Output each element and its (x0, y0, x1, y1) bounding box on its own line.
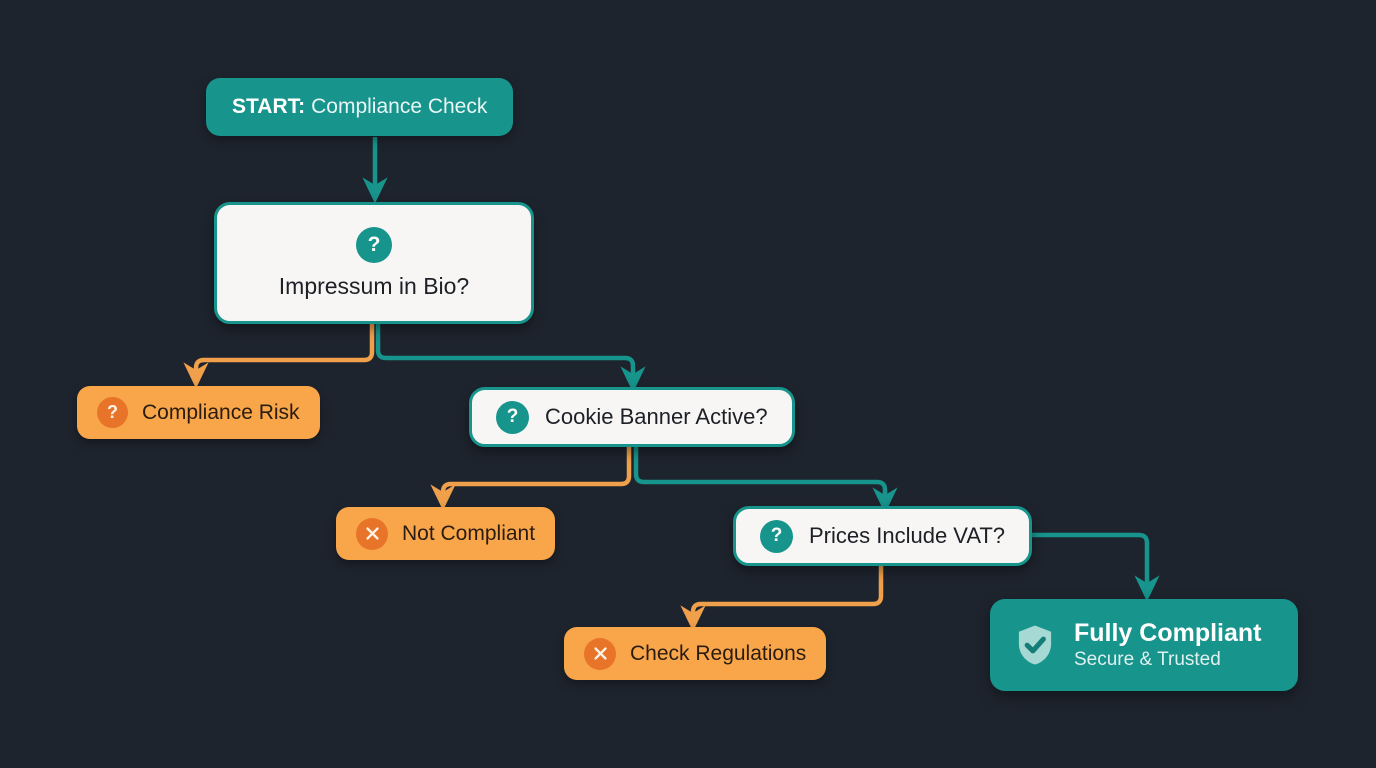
edge-prices-vat-to-check-regulations (680, 566, 884, 632)
edge-cookie-banner-to-not-compliant (430, 446, 632, 511)
edge-impressum-to-cookie-banner (375, 322, 646, 393)
node-prices-vat-decision[interactable]: ? Prices Include VAT? (733, 506, 1033, 566)
shield-check-icon (1012, 622, 1058, 668)
node-fully-compliant[interactable]: Fully Compliant Secure & Trusted (990, 599, 1298, 691)
question-icon: ? (496, 400, 529, 434)
node-not-compliant[interactable]: Not Compliant (336, 507, 556, 560)
node-check-regulations[interactable]: Check Regulations (564, 627, 827, 680)
x-icon (356, 517, 388, 550)
question-icon: ? (356, 226, 392, 263)
question-icon: ? (760, 519, 793, 553)
node-compliance-risk[interactable]: ? Compliance Risk (77, 386, 320, 439)
edge-impressum-to-compliance-risk (183, 322, 375, 389)
node-prices-vat-label: Prices Include VAT? (809, 523, 1006, 548)
fully-compliant-title: Fully Compliant (1074, 619, 1262, 648)
start-label: Compliance Check (311, 95, 488, 118)
node-check-regulations-label: Check Regulations (630, 641, 807, 665)
fully-compliant-text: Fully Compliant Secure & Trusted (1074, 619, 1262, 671)
edge-prices-vat-to-fully-compliant (1021, 532, 1160, 602)
fully-compliant-subtitle: Secure & Trusted (1074, 648, 1221, 670)
question-icon: ? (97, 397, 128, 428)
node-impressum-label: Impressum in Bio? (278, 272, 470, 299)
x-icon (584, 637, 616, 670)
start-prefix: START: (232, 95, 306, 118)
node-start[interactable]: START: Compliance Check (206, 78, 514, 136)
node-not-compliant-label: Not Compliant (402, 521, 536, 545)
edge-cookie-banner-to-prices-vat (633, 446, 898, 514)
node-cookie-banner-label: Cookie Banner Active? (545, 404, 768, 429)
node-compliance-risk-label: Compliance Risk (142, 400, 300, 424)
node-cookie-banner-decision[interactable]: ? Cookie Banner Active? (469, 387, 795, 447)
node-impressum-decision[interactable]: ? Impressum in Bio? (214, 202, 534, 324)
